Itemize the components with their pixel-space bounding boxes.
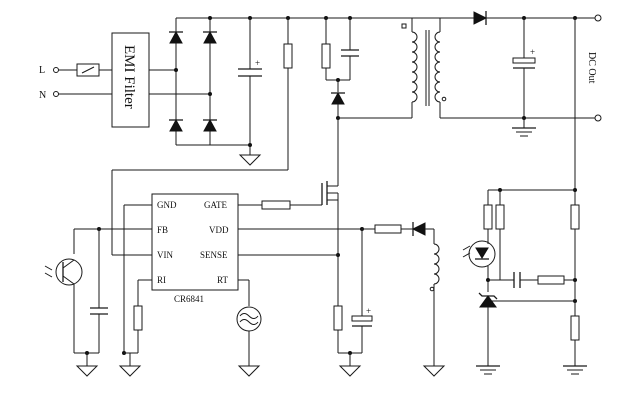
divider-lower-resistor (570, 315, 580, 341)
vdd-resistor (374, 224, 402, 234)
pin-sense: SENSE (200, 250, 228, 260)
snubber-capacitor (341, 49, 359, 57)
ground-rt (237, 365, 261, 377)
optocoupler-led (462, 240, 496, 268)
bridge-diode-d4 (203, 118, 217, 132)
ic-part-number: CR6841 (174, 294, 204, 304)
bridge-diode-d2 (203, 30, 217, 44)
ground-fb (75, 365, 99, 377)
label-line-input: L (39, 65, 45, 76)
terminal-l (53, 67, 59, 73)
ground-sense (338, 365, 362, 377)
bridge-diode-d1 (169, 30, 183, 44)
ground-aux (422, 365, 446, 377)
pin-fb: FB (157, 225, 168, 235)
gate-resistor (261, 200, 291, 210)
dc-out-negative-terminal (594, 114, 602, 122)
bridge-diode-d3 (169, 118, 183, 132)
pin-ri: RI (157, 275, 166, 285)
snubber-diode (331, 91, 345, 105)
pin-vin: VIN (157, 250, 173, 260)
controller-ic-cr6841 (151, 193, 239, 291)
pin-gate: GATE (204, 200, 227, 210)
dc-out-label: DC Out (586, 52, 597, 84)
power-mosfet (321, 181, 338, 205)
output-rectifier-diode (473, 11, 488, 25)
transformer-primary-winding (411, 31, 418, 103)
terminal-n (53, 91, 59, 97)
emi-filter-label: EMI Filter (121, 45, 137, 109)
sense-resistor (333, 305, 343, 331)
compensation-capacitor (513, 272, 521, 288)
optocoupler-phototransistor (44, 258, 83, 286)
ground-tl431 (476, 365, 500, 375)
led-series-resistor (495, 204, 505, 230)
shunt-regulator-tl431 (478, 292, 498, 308)
ri-resistor (133, 305, 143, 331)
snubber-resistor (321, 43, 331, 69)
fb-capacitor (90, 307, 108, 315)
vdd-diode (411, 222, 426, 236)
svg-text:+: + (255, 58, 260, 68)
svg-text:+: + (366, 306, 371, 316)
ground-output (512, 127, 536, 137)
compensation-resistor (537, 275, 565, 285)
pin-rt: RT (217, 275, 228, 285)
ground-ri (118, 365, 142, 377)
divider-upper-resistor (570, 204, 580, 230)
ground-divider (563, 365, 587, 375)
label-neutral-input: N (39, 90, 46, 101)
svg-text:+: + (530, 47, 535, 57)
startup-resistor (283, 43, 293, 69)
auxiliary-winding (433, 243, 440, 285)
pin-vdd: VDD (209, 225, 229, 235)
pin-gnd: GND (157, 200, 177, 210)
emi-filter-block (111, 32, 150, 128)
dc-out-positive-terminal (594, 14, 602, 22)
ground-bulk (238, 154, 262, 166)
rt-thermistor (236, 306, 262, 332)
transformer-secondary-winding (434, 31, 441, 103)
led-bias-resistor (483, 204, 493, 230)
